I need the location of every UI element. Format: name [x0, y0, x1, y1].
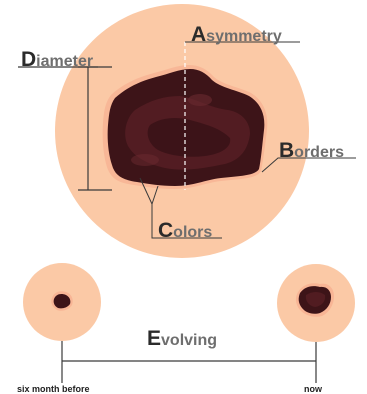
label-diameter: Diameter [21, 49, 93, 70]
label-colors: Colors [158, 220, 212, 241]
label-borders: Borders [279, 140, 344, 161]
label-asymmetry: Asymmetry [191, 24, 282, 45]
label-evolving: Evolving [147, 328, 217, 349]
